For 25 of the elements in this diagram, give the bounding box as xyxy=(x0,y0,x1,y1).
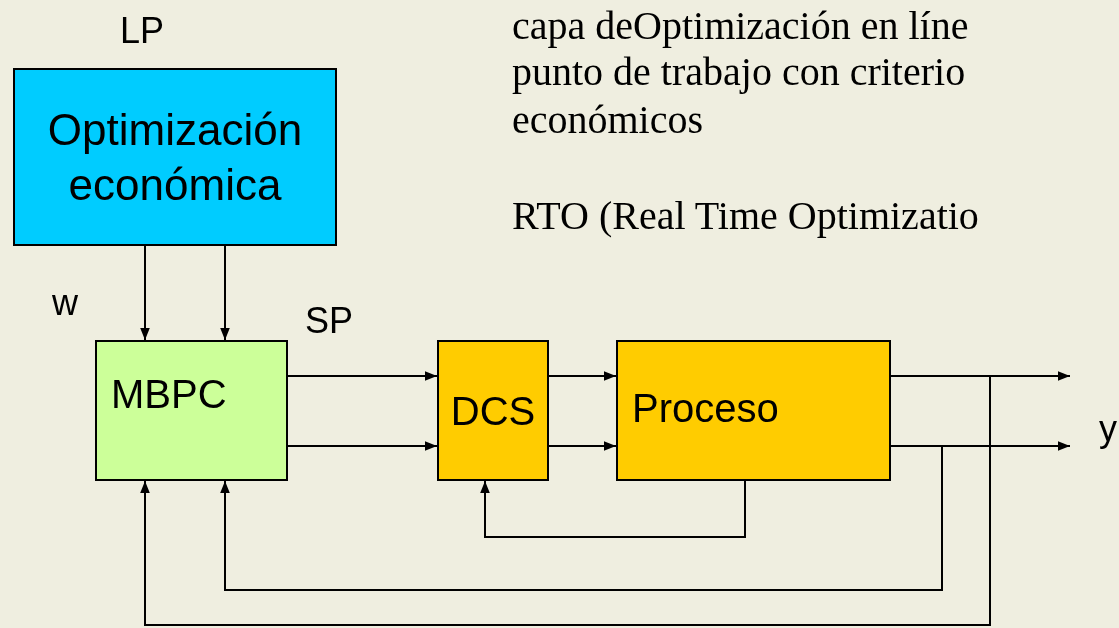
signal-label: y xyxy=(1099,408,1117,450)
process-box xyxy=(437,340,549,481)
signal-label: w xyxy=(52,282,78,324)
process-box xyxy=(13,68,337,246)
arrow xyxy=(287,371,438,381)
description-text: económicos xyxy=(512,96,704,143)
layer-label: LP xyxy=(120,10,165,52)
signal-label: SP xyxy=(305,300,354,342)
arrow xyxy=(140,245,150,341)
box-label: Optimización económica xyxy=(46,104,304,211)
arrow xyxy=(548,441,617,451)
description-text: punto de trabajo con criterio xyxy=(512,48,966,95)
arrow xyxy=(548,371,617,381)
arrow xyxy=(220,445,943,591)
process-box xyxy=(95,340,288,481)
arrow xyxy=(220,245,230,341)
arrow xyxy=(140,375,991,626)
description-text: capa deOptimización en líne xyxy=(512,2,969,49)
arrow xyxy=(480,480,746,538)
box-label: MBPC xyxy=(111,372,227,417)
box-label: Proceso xyxy=(632,386,779,431)
description-text: RTO (Real Time Optimizatio xyxy=(512,192,979,239)
process-box xyxy=(616,340,891,481)
box-label: DCS xyxy=(450,387,536,435)
arrow xyxy=(287,441,438,451)
